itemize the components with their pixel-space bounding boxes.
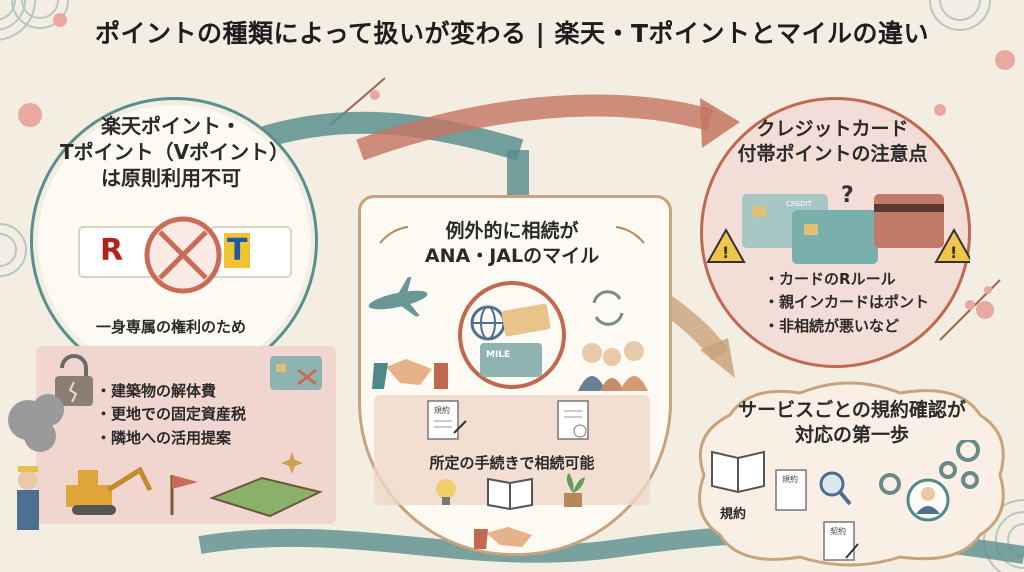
center-heading-line1: 例外的に相続が: [445, 220, 579, 242]
plant-icon: [564, 473, 585, 507]
tpoint-logo-letter: T: [224, 233, 251, 268]
right-top-heading-line2: 付帯ポイントの注意点: [737, 142, 928, 165]
wave-pattern-top-right: [929, 0, 991, 31]
right-top-heading-line1: クレジットカード: [756, 118, 909, 140]
prohibited-icon: [144, 216, 222, 294]
left-heading-line3: は原則利用不可: [101, 166, 241, 190]
svg-text:!: !: [722, 243, 729, 262]
terracotta-arrow: [356, 94, 713, 161]
mile-card-icon: [480, 343, 542, 377]
right-bottom-heading: サービスごとの規約確認が 対応の第一歩: [720, 398, 984, 447]
document-icon: [557, 400, 589, 440]
sakura-icon: [18, 13, 1015, 319]
list-item: 建築物の解体費: [96, 380, 246, 403]
sparkle-icon: [281, 452, 303, 474]
lightbulb-icon: [436, 479, 456, 505]
center-procedure-text: 所定の手続きで相続可能: [429, 454, 595, 472]
doc-label-2: 契約: [830, 526, 846, 536]
list-item: カードのRルール: [764, 268, 929, 291]
dust-cloud-icon: [8, 394, 64, 452]
magnifier-icon: [819, 471, 852, 506]
right-bottom-heading-line2: 対応の第一歩: [794, 423, 909, 446]
credit-card-label: CREDIT: [786, 200, 813, 208]
open-book-icon: [711, 450, 765, 494]
mile-card-label: MILE: [486, 350, 510, 360]
credit-card-icon: [874, 194, 944, 248]
document-icon: [823, 521, 859, 561]
tan-arrowhead: [700, 338, 735, 378]
gear-icon: [879, 440, 980, 495]
ticket-icon: [501, 303, 551, 337]
worker-icon: [17, 466, 39, 530]
branch-decor-right: [939, 279, 1001, 341]
center-heading-line2: ANA・JALのマイル: [424, 244, 600, 267]
right-bottom-illustrations: 規約 規約 契約: [711, 440, 980, 561]
question-mark-icon: ?: [841, 183, 854, 208]
doc-label-left: 規約: [434, 405, 450, 415]
document-icon: [775, 469, 807, 511]
teal-flow-arrow: [251, 111, 524, 161]
magstripe: [874, 204, 944, 212]
warning-icon: !: [934, 227, 970, 263]
laurel-icon: [379, 226, 409, 244]
advisor-avatar: [906, 478, 950, 522]
left-panel-heading: 楽天ポイント・ Tポイント（Vポイント） は原則利用不可: [60, 113, 290, 191]
left-illustrations: [8, 354, 323, 530]
broken-card-icon: [270, 356, 322, 390]
doc-label-1: 規約: [782, 474, 798, 484]
wave-pattern-bottom-right: [983, 499, 1024, 572]
excavator-icon: [66, 466, 153, 515]
refresh-icon: [592, 290, 624, 326]
vacant-lot-icon: [209, 476, 323, 518]
airplane-icon: [368, 276, 428, 317]
credit-card-illustration: ? CREDIT ! !: [706, 183, 970, 264]
bottom-handshake-icon: [474, 527, 532, 549]
wave-pattern-top-left: [0, 0, 69, 41]
left-bullet-list: 建築物の解体費 更地での固定資産税 隣地への活用提案: [96, 380, 246, 450]
right-top-bullet-list: カードのRルール 親インカードはポント 非相続が悪いなど: [764, 268, 929, 338]
family-icon: [578, 341, 648, 391]
right-top-heading: クレジットカード 付帯ポイントの注意点: [720, 117, 945, 166]
page-title: ポイントの種類によって扱いが変わる | 楽天・Tポイントとマイルの違い: [94, 19, 930, 48]
credit-card-icon: [792, 210, 878, 264]
center-panel-heading: 例外的に相続が ANA・JALのマイル: [388, 219, 636, 268]
wave-pattern-left: [0, 223, 27, 277]
warning-icon: !: [706, 227, 746, 263]
laurel-icon: [615, 226, 645, 244]
chip-icon: [804, 224, 818, 235]
document-icon: [427, 400, 467, 440]
book-icon: [487, 477, 533, 511]
flag-sign-icon: [170, 475, 198, 515]
chip-icon: [752, 206, 766, 217]
right-bottom-heading-line1: サービスごとの規約確認が: [738, 399, 966, 421]
list-item: 隣地への活用提案: [96, 427, 246, 450]
list-item: 親インカードはポント: [764, 291, 929, 314]
left-reason: 一身専属の権利のため: [95, 318, 246, 336]
list-item: 更地での固定資産税: [96, 403, 246, 426]
center-illustrations: MILE 規約: [368, 226, 648, 549]
handshake-icon: [372, 359, 448, 389]
left-heading-line1: 楽天ポイント・: [101, 114, 241, 138]
left-heading-line2: Tポイント（Vポイント）: [60, 140, 290, 164]
rakuten-logo-letter: R: [100, 233, 124, 268]
terracotta-arrowhead: [700, 98, 740, 148]
book-label: 規約: [720, 506, 746, 522]
padlock-icon: [55, 354, 93, 406]
svg-text:!: !: [950, 243, 957, 262]
list-item: 非相続が悪いなど: [764, 315, 929, 338]
